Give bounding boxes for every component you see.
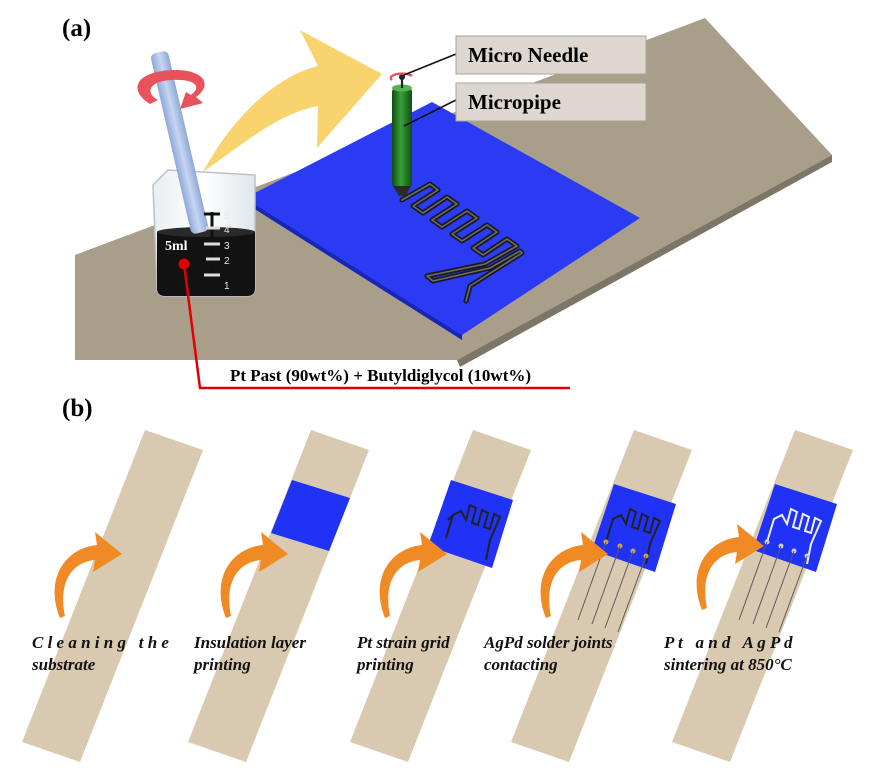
step-arrow-3	[379, 532, 447, 618]
micropipe-callout: Micropipe	[403, 82, 647, 127]
step-3-caption-line1: Pt strain grid	[356, 633, 450, 652]
panel-a-label: (a)	[62, 15, 91, 42]
volume-label: 5ml	[165, 239, 188, 254]
micro-needle-label: Micro Needle	[468, 43, 588, 67]
stirring-rod	[150, 51, 209, 234]
strip-4-grid	[605, 507, 662, 565]
liquid	[157, 229, 255, 296]
beaker: 5 4 3 2 1 5ml	[150, 51, 256, 297]
step-strip-1	[22, 430, 203, 762]
step-1-caption-line1: C l e a n i n g t h e	[32, 633, 169, 652]
micro-needle-callout: Micro Needle	[403, 35, 647, 76]
step-strip-4	[511, 430, 692, 762]
step-5-caption-line1: P t a n d A g P d	[663, 633, 793, 652]
step-arrow-4	[540, 532, 608, 618]
step-4-caption-line2: contacting	[484, 655, 558, 674]
paste-composition-label: Pt Past (90wt%) + Butyldiglycol (10wt%)	[230, 366, 531, 385]
step-5-caption-line2: sintering at 850°C	[663, 655, 792, 674]
step-2-caption-line2: printing	[192, 655, 251, 674]
micro-needle	[399, 74, 405, 88]
strip-5-grid	[766, 507, 823, 565]
step-strip-3	[350, 430, 531, 762]
paste-leader	[178, 258, 570, 390]
rod-rotation-arrow	[137, 69, 205, 109]
transfer-arrow	[203, 30, 382, 172]
step-3-caption-line2: printing	[355, 655, 414, 674]
printed-strain-grid-highlight	[401, 183, 523, 302]
step-arrow-5	[696, 524, 764, 610]
micropipe-label: Micropipe	[468, 90, 561, 114]
micropipe	[392, 84, 412, 196]
step-arrow-2	[220, 532, 288, 618]
step-strip-2	[188, 430, 369, 762]
needle-rotation-icon	[389, 72, 413, 81]
scale-tick-1: 1	[224, 281, 230, 292]
step-1-caption-line2: substrate	[31, 655, 96, 674]
scale-tick-4: 4	[224, 225, 230, 236]
scale-tick-5: 5	[224, 211, 230, 222]
panel-b-label: (b)	[62, 395, 93, 422]
step-arrow-1	[54, 532, 122, 618]
strip-3-grid	[445, 503, 502, 561]
step-strip-5	[672, 430, 853, 762]
insulation-layer	[245, 102, 640, 340]
scale-tick-2: 2	[224, 256, 230, 267]
scale-tick-3: 3	[224, 241, 230, 252]
step-2-caption-line1: Insulation layer	[193, 633, 306, 652]
step-4-caption-line1: AgPd solder joints	[483, 633, 613, 652]
